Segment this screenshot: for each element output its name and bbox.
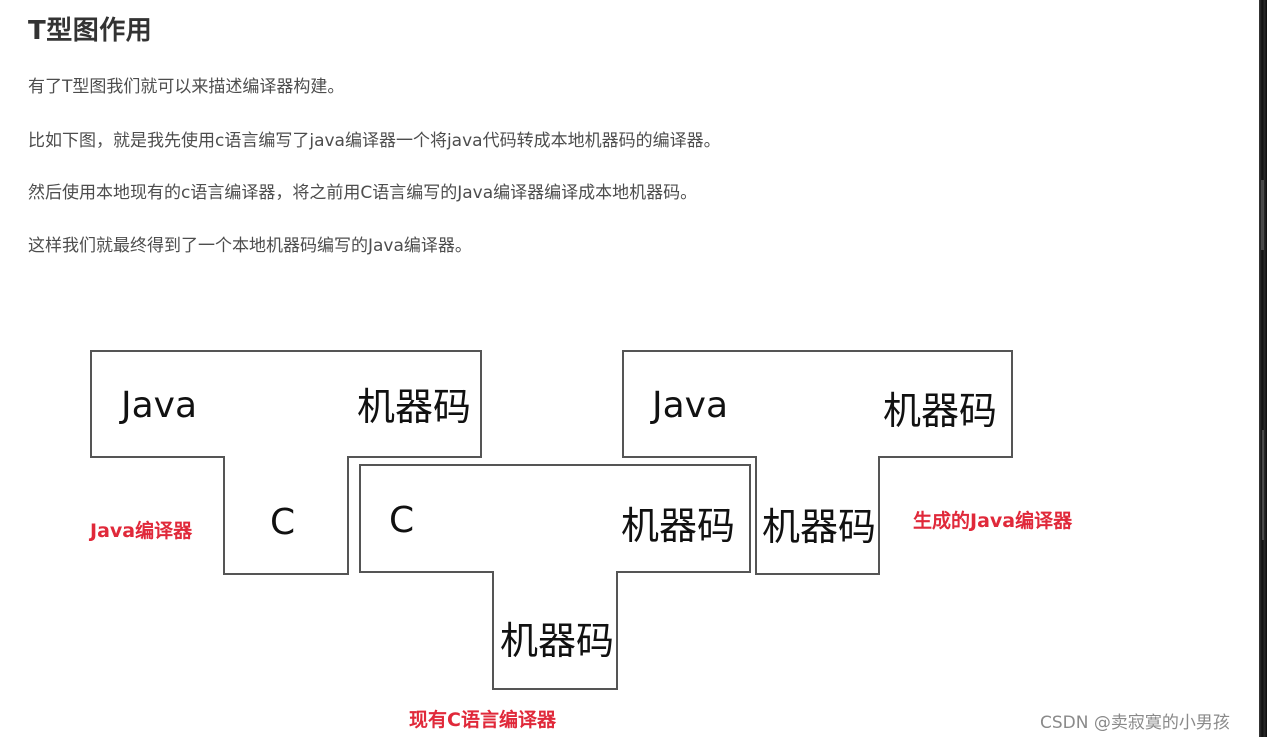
t3-source-label: Java	[652, 385, 729, 426]
t1-caption: Java编译器	[90, 520, 193, 542]
paragraph-4: 这样我们就最终得到了一个本地机器码编写的Java编译器。	[28, 236, 472, 256]
t3-impl-label: 机器码	[762, 505, 877, 549]
t1-outline	[90, 350, 482, 575]
paragraph-3: 然后使用本地现有的c语言编译器，将之前用C语言编写的Java编译器编译成本地机器…	[28, 183, 698, 203]
t2-outline	[359, 464, 751, 690]
paragraph-1: 有了T型图我们就可以来描述编译器构建。	[28, 77, 345, 97]
csdn-watermark: CSDN @卖寂寞的小男孩	[1040, 713, 1230, 733]
paragraph-2: 比如下图，就是我先使用c语言编写了java编译器一个将java代码转成本地机器码…	[28, 131, 721, 151]
t2-source-label: C	[389, 500, 415, 541]
t2-impl-label: 机器码	[500, 619, 615, 663]
t1-source-label: Java	[121, 385, 198, 426]
t3-caption: 生成的Java编译器	[913, 510, 1073, 532]
t2-caption: 现有C语言编译器	[409, 709, 556, 731]
t2-target-label: 机器码	[621, 504, 736, 548]
t1-target-label: 机器码	[357, 385, 472, 429]
t1-impl-label: C	[270, 502, 296, 543]
t3-outline	[622, 350, 1013, 575]
section-heading: T型图作用	[28, 16, 153, 46]
t3-target-label: 机器码	[883, 389, 998, 433]
page-edge-decoration	[1259, 0, 1267, 737]
